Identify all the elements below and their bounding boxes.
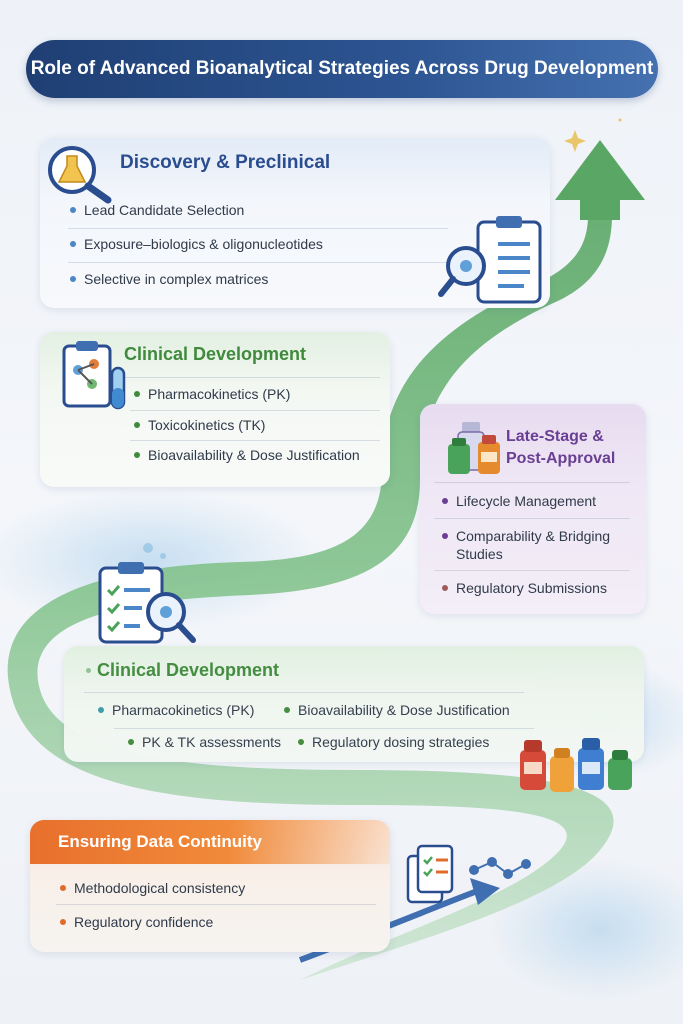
- clinical2-title: Clinical Development: [97, 660, 280, 680]
- card-discovery: Discovery & Preclinical Lead Candidate S…: [40, 138, 550, 308]
- list-item: Exposure–biologics & oligonucleotides: [70, 236, 323, 252]
- page-title: Role of Advanced Bioanalytical Strategie…: [26, 40, 658, 98]
- medicine-bottles-icon: [520, 738, 632, 792]
- list-item: Lifecycle Management: [442, 493, 596, 509]
- list-item: Pharmacokinetics (PK): [134, 386, 290, 402]
- medicine-bottles-icon: [448, 422, 500, 474]
- list-item: Regulatory Submissions: [442, 580, 607, 596]
- list-item: Toxicokinetics (TK): [134, 417, 265, 433]
- discovery-title: Discovery & Preclinical: [120, 152, 331, 173]
- continuity-title: Ensuring Data Continuity: [58, 832, 262, 851]
- document-network-icon: [406, 844, 531, 904]
- list-item: Regulatory confidence: [60, 914, 213, 930]
- list-item: Regulatory dosing strategies: [298, 734, 489, 750]
- late-title-line1: Late-Stage &: [506, 428, 604, 445]
- list-item: Selective in complex matrices: [70, 271, 268, 287]
- clipboard-molecule-icon: [62, 341, 126, 410]
- list-item: PK & TK assessments: [128, 734, 281, 750]
- clinical1-title: Clinical Development: [124, 344, 307, 364]
- list-item-continuation: Studies: [456, 546, 503, 562]
- card-clinical-2: Clinical Development Pharmacokinetics (P…: [64, 646, 644, 762]
- list-item: Comparability & Bridging: [442, 528, 610, 544]
- clipboard-magnifier-icon: [438, 216, 542, 304]
- list-item: Lead Candidate Selection: [70, 202, 244, 218]
- list-item: Pharmacokinetics (PK): [98, 702, 254, 718]
- magnifier-flask-icon: [48, 146, 112, 204]
- late-title-line2: Post-Approval: [506, 450, 616, 467]
- clipboard-checklist-icon: [98, 562, 196, 644]
- list-item: Methodological consistency: [60, 880, 245, 896]
- card-data-continuity: Ensuring Data Continuity Methodological …: [30, 820, 390, 952]
- list-item: Bioavailability & Dose Justification: [284, 702, 510, 718]
- list-item: Bioavailability & Dose Justification: [134, 447, 360, 463]
